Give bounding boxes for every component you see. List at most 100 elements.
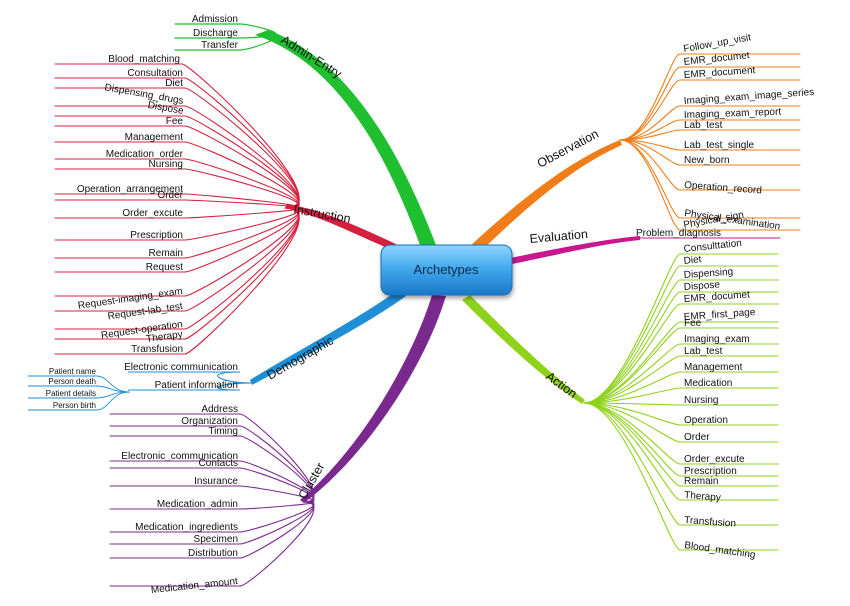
leaf-label-cluster: Timing xyxy=(208,426,238,437)
leaf-label-cluster: Medication_ingredients xyxy=(135,522,238,533)
leaf-label-instruction: Transfusion xyxy=(131,344,183,355)
leaf-label-cluster: Medication_amount xyxy=(150,576,238,596)
leaf-label-action: Consulttation xyxy=(683,238,742,255)
connector xyxy=(174,34,277,51)
connector xyxy=(109,485,315,503)
connector xyxy=(583,327,779,404)
leaf-label-admin-entry: Admission xyxy=(192,14,238,25)
leaf-label-cluster: Electronic_communication xyxy=(121,451,238,462)
leaf-label-admin-entry: Transfer xyxy=(201,40,239,51)
leaf-label-observation: Lab_test_single xyxy=(684,140,754,151)
leaf-label-instruction: Therapy xyxy=(146,329,184,345)
leaf-label-observation: Operation_record xyxy=(684,180,762,196)
leaf-label-instruction: Order xyxy=(157,190,183,201)
connector xyxy=(619,139,801,219)
center-node-label: Archetypes xyxy=(413,262,479,277)
connector xyxy=(583,291,779,404)
leaf-layer: AdmissionDischargeTransferBlood_matching… xyxy=(28,14,815,596)
leaf-label-action: Lab_test xyxy=(684,346,723,357)
leaf-label-instruction: Remain xyxy=(149,248,183,259)
connector xyxy=(583,387,779,404)
connector xyxy=(583,265,779,404)
leaf-label-instruction: Operation_arrangement xyxy=(77,184,183,195)
connector xyxy=(619,79,801,141)
leaf-label-observation: EMR_document xyxy=(683,65,756,81)
main-branches xyxy=(250,30,640,503)
leaf-label-action: Therapy xyxy=(684,490,721,504)
connector xyxy=(619,139,801,231)
leaf-label-action: Dispensing xyxy=(683,267,733,281)
leaf-label-instruction: Management xyxy=(125,132,184,143)
connector xyxy=(128,371,253,384)
leaf-label-action: Transfusion xyxy=(684,515,737,530)
admin-entry-label: Admin-Entry xyxy=(278,33,344,82)
admin-entry-branch xyxy=(255,30,436,245)
observation-label: Observation xyxy=(535,127,601,171)
connector xyxy=(583,303,779,404)
connector xyxy=(619,139,801,191)
leaf-label-action: Diet xyxy=(683,254,702,267)
connector xyxy=(583,402,779,487)
leaf-label-demographic: Electronic communication xyxy=(124,362,238,373)
leaf-label-instruction: Diet xyxy=(165,78,183,89)
leaf-label-instruction: Prescription xyxy=(130,230,183,241)
leaf-label-action: Dispose xyxy=(683,279,720,293)
leaf-label-action: Prescription xyxy=(684,466,737,477)
leaf-label-action: EMR_first_page xyxy=(683,307,756,323)
leaf-label-evaluation: Problem_diagnosis xyxy=(636,228,721,239)
demographic-branch xyxy=(250,290,406,385)
cluster-branch xyxy=(300,295,446,503)
leaf-label-instruction: Fee xyxy=(166,116,184,127)
leaf-label-observation: Imaging_exam_image_series xyxy=(683,87,814,107)
evaluation-label: Evaluation xyxy=(529,227,588,246)
leaf-label-cluster: Organization xyxy=(181,416,238,427)
leaf-label-action: Remain xyxy=(684,476,718,487)
subleaf-label-demographic: Person death xyxy=(48,377,96,386)
connector xyxy=(54,207,300,241)
instruction-label: Instruction xyxy=(292,202,351,226)
leaf-label-cluster: Insurance xyxy=(194,476,238,487)
leaf-label-admin-entry: Discharge xyxy=(193,28,238,39)
leaf-label-action: Medication xyxy=(684,378,732,389)
connector xyxy=(583,402,779,406)
demographic-label: Demographic xyxy=(265,333,336,382)
leaf-label-observation: Lab_test xyxy=(684,120,723,131)
connector xyxy=(28,391,131,411)
connector xyxy=(109,501,315,587)
connector xyxy=(128,382,253,391)
connector xyxy=(619,139,801,166)
center-node-box xyxy=(380,244,513,296)
connector xyxy=(583,402,779,426)
connector xyxy=(583,355,779,404)
leaf-label-action: Management xyxy=(684,362,743,373)
leaf-label-cluster: Address xyxy=(201,404,238,415)
subleaf-label-demographic: Patient details xyxy=(46,389,96,398)
connector xyxy=(583,402,779,443)
leaf-label-action: Blood_matching xyxy=(684,540,757,561)
connector xyxy=(583,402,779,526)
leaf-label-action: Imaging_exam xyxy=(684,334,750,345)
leaf-label-instruction: Request xyxy=(146,262,183,273)
leaf-label-action: Operation xyxy=(684,415,728,426)
leaf-label-action: Fee xyxy=(684,318,702,329)
leaf-label-instruction: Nursing xyxy=(149,159,183,170)
subleaf-label-demographic: Patient name xyxy=(49,367,97,376)
leaf-label-action: Order_excute xyxy=(684,454,745,465)
leaf-label-observation: Imaging_exam_report xyxy=(684,107,782,121)
leaf-label-action: EMR_documet xyxy=(683,289,750,305)
instruction-branch xyxy=(285,204,396,250)
connector xyxy=(619,53,801,141)
leaf-label-cluster: Distribution xyxy=(188,548,238,559)
connector xyxy=(583,343,779,404)
leaf-label-instruction: Consultation xyxy=(127,68,183,79)
leaf-label-demographic: Patient information xyxy=(155,380,238,391)
connector xyxy=(583,402,779,465)
connector xyxy=(54,207,300,219)
connector xyxy=(583,402,779,477)
center-node[interactable] xyxy=(380,244,513,296)
leaf-label-cluster: Contacts xyxy=(199,458,238,469)
leaf-label-instruction: Medication_order xyxy=(106,149,184,160)
leaf-label-cluster: Medication_admin xyxy=(157,499,238,510)
leaf-label-action: Order xyxy=(684,432,710,443)
